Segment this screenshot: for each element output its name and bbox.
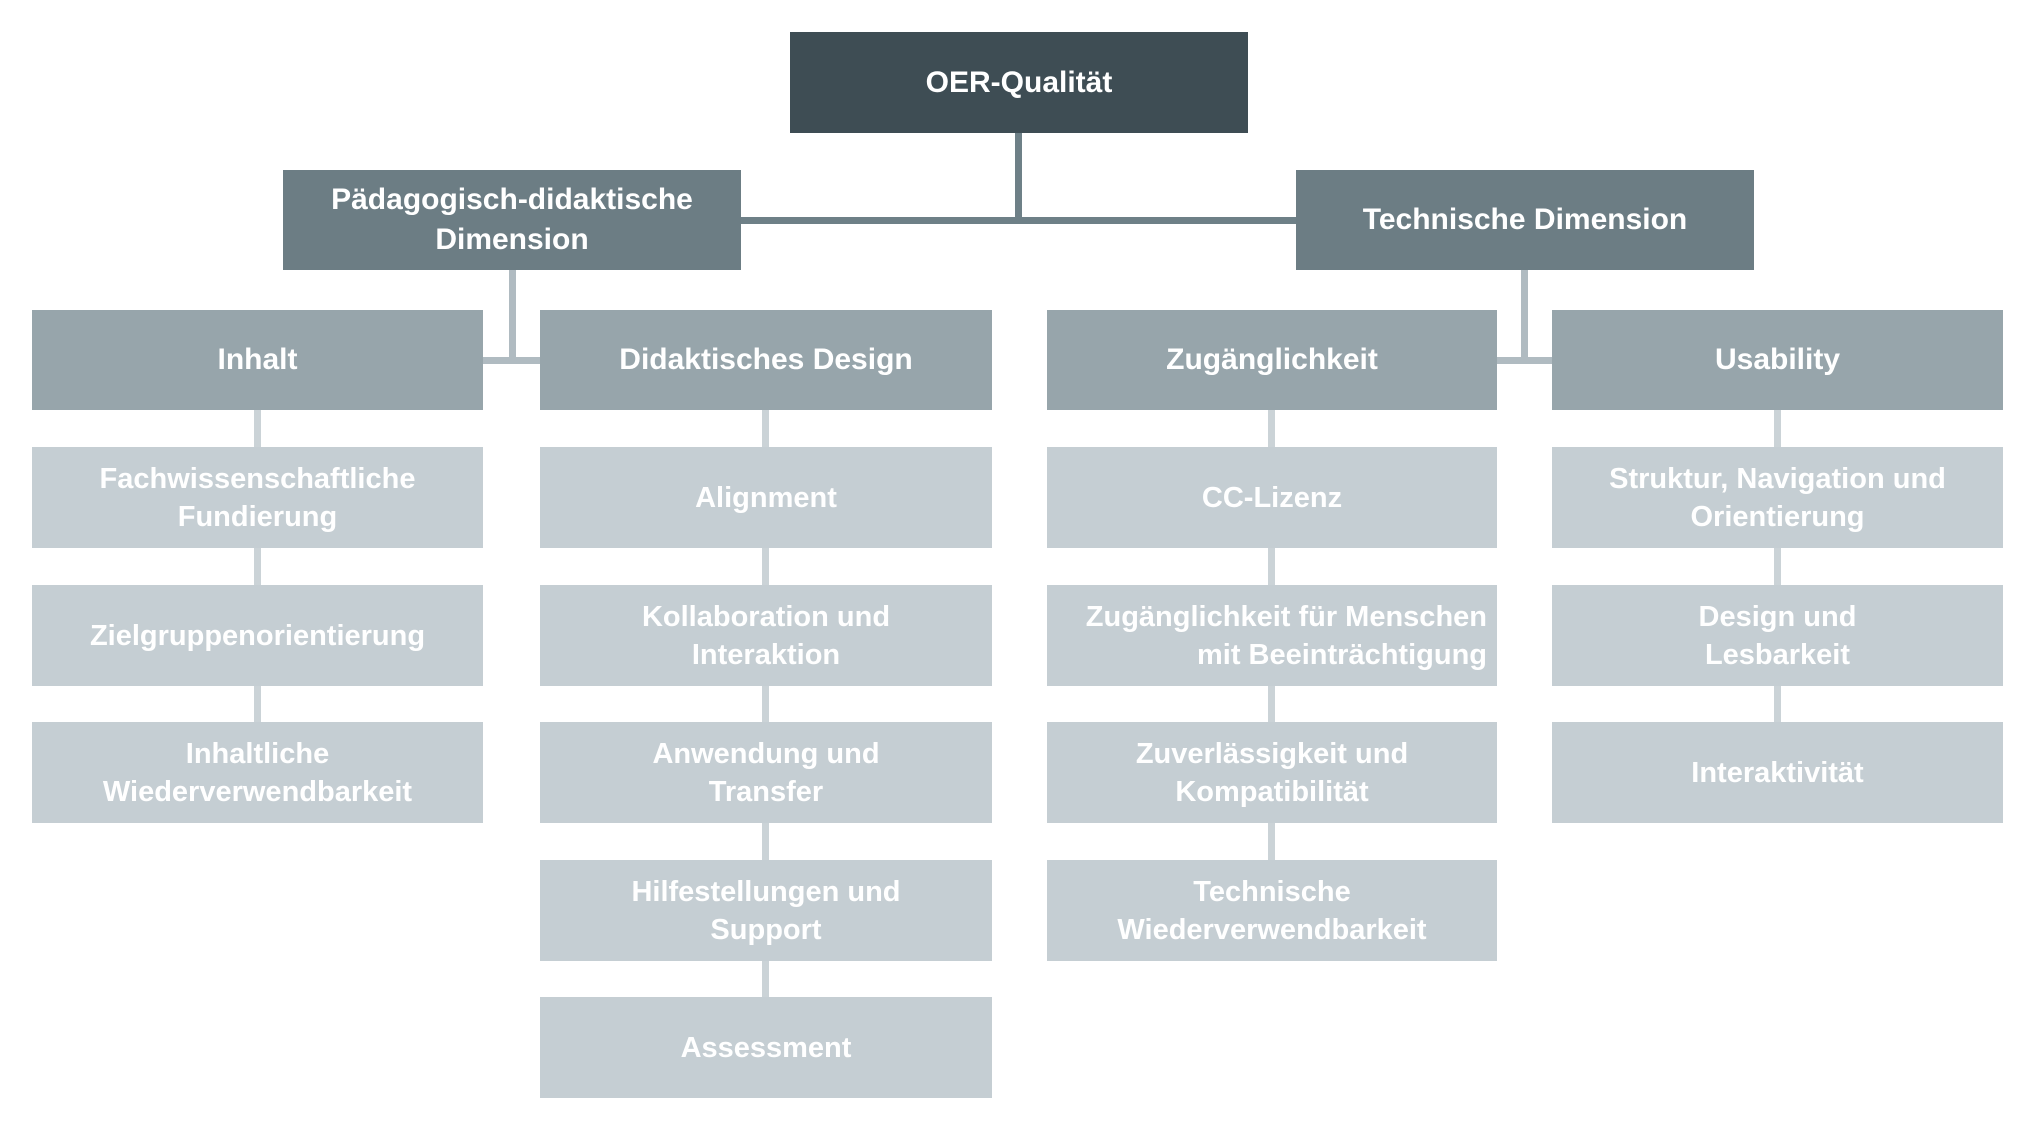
node-design-und-lesbarkeit: Design und Lesbarkeit bbox=[1552, 585, 2003, 686]
connector-column-stub bbox=[1774, 548, 1781, 585]
connector-column-stub bbox=[1774, 410, 1781, 447]
node-technische-dimension: Technische Dimension bbox=[1296, 170, 1754, 270]
node-hilfestellungen-und-support: Hilfestellungen und Support bbox=[540, 860, 992, 961]
connector-column-stub bbox=[254, 686, 261, 722]
node-didaktisches-design: Didaktisches Design bbox=[540, 310, 992, 410]
connector-column-stub bbox=[1268, 823, 1275, 860]
node-oer-qualitaet: OER-Qualität bbox=[790, 32, 1248, 133]
node-struktur-navigation-und-orientierung: Struktur, Navigation und Orientierung bbox=[1552, 447, 2003, 548]
connector-column-stub bbox=[762, 686, 769, 722]
connector-column-stub bbox=[1268, 686, 1275, 722]
node-inhalt: Inhalt bbox=[32, 310, 483, 410]
connector-column-stub bbox=[1268, 548, 1275, 585]
node-usability: Usability bbox=[1552, 310, 2003, 410]
node-kollaboration-und-interaktion: Kollaboration und Interaktion bbox=[540, 585, 992, 686]
connector-paedagogisch-vertical bbox=[509, 270, 516, 364]
connector-column-stub bbox=[254, 548, 261, 585]
node-inhaltliche-wiederverwendbarkeit: Inhaltliche Wiederverwendbarkeit bbox=[32, 722, 483, 823]
connector-paedagogisch-horizontal bbox=[483, 357, 540, 364]
node-interaktivitaet: Interaktivität bbox=[1552, 722, 2003, 823]
node-zielgruppenorientierung: Zielgruppenorientierung bbox=[32, 585, 483, 686]
connector-column-stub bbox=[762, 410, 769, 447]
node-zuverlaessigkeit-und-kompatibilitaet: Zuverlässigkeit und Kompatibilität bbox=[1047, 722, 1497, 823]
node-alignment: Alignment bbox=[540, 447, 992, 548]
connector-technische-horizontal bbox=[1497, 357, 1552, 364]
connector-column-stub bbox=[1774, 686, 1781, 722]
connector-column-stub bbox=[762, 548, 769, 585]
connector-column-stub bbox=[254, 410, 261, 447]
connector-technische-vertical bbox=[1521, 270, 1528, 364]
connector-column-stub bbox=[1268, 410, 1275, 447]
node-fachwissenschaftliche-fundierung: Fachwissenschaftliche Fundierung bbox=[32, 447, 483, 548]
connector-column-stub bbox=[762, 961, 769, 997]
node-anwendung-und-transfer: Anwendung und Transfer bbox=[540, 722, 992, 823]
connector-column-stub bbox=[762, 823, 769, 860]
node-zugaenglichkeit: Zugänglichkeit bbox=[1047, 310, 1497, 410]
connector-root-horizontal bbox=[741, 217, 1296, 224]
node-paedagogisch-didaktische-dimension: Pädagogisch-didaktische Dimension bbox=[283, 170, 741, 270]
connector-root-vertical bbox=[1015, 133, 1022, 224]
node-technische-wiederverwendbarkeit: Technische Wiederverwendbarkeit bbox=[1047, 860, 1497, 961]
node-zugaenglichkeit-fuer-menschen-mit-beeintraechtigung: Zugänglichkeit für Menschen mit Beeinträ… bbox=[1047, 585, 1497, 686]
node-assessment: Assessment bbox=[540, 997, 992, 1098]
node-cc-lizenz: CC-Lizenz bbox=[1047, 447, 1497, 548]
